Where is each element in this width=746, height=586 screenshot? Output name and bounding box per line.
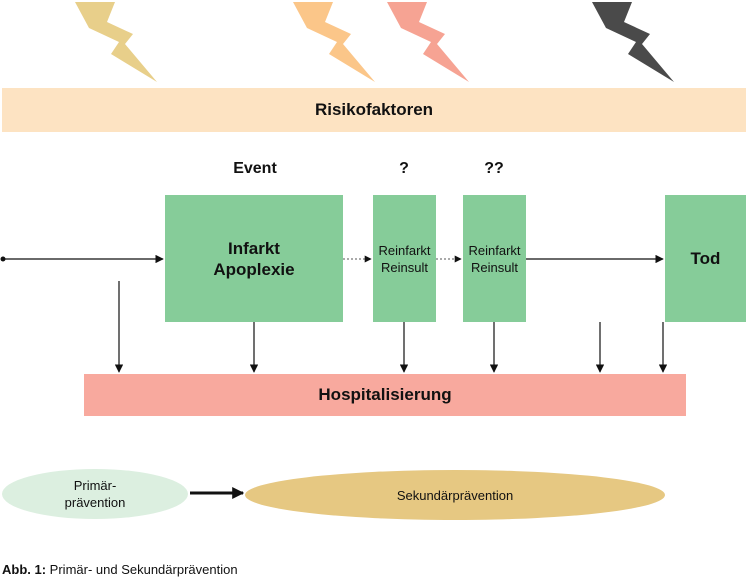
box-line: Reinfarkt: [468, 242, 521, 258]
primary-prevention-ellipse: Primär- prävention: [2, 469, 188, 519]
lightning-bolt-icon: [75, 2, 157, 82]
box-line: Reinfarkt: [378, 242, 431, 258]
caption-text: Primär- und Sekundärprävention: [46, 562, 238, 577]
primary-line: Primär-: [73, 478, 117, 493]
question-header: ?: [399, 160, 409, 177]
hospitalisation-band: Hospitalisierung: [84, 374, 686, 416]
box-line: Reinsult: [471, 259, 518, 275]
death-box: Tod: [665, 195, 746, 322]
hospitalisation-label: Hospitalisierung: [318, 385, 452, 404]
caption-prefix: Abb. 1:: [2, 562, 47, 577]
primary-line: prävention: [64, 495, 126, 510]
lightning-bolt-icon: [293, 2, 375, 82]
lightning-bolts: [75, 2, 674, 82]
figure-caption: Abb. 1: Primär- und Sekundärprävention: [2, 562, 238, 577]
box-line: Reinsult: [381, 259, 428, 275]
box-line: Infarkt: [228, 238, 280, 258]
double-question-header: ??: [484, 160, 504, 177]
box-line: Apoplexie: [213, 259, 295, 279]
reinfarct-box: Reinfarkt Reinsult: [373, 195, 436, 322]
risk-factors-label: Risikofaktoren: [314, 100, 434, 119]
secondary-label: Sekundärprävention: [396, 487, 514, 503]
box-line: Tod: [690, 248, 721, 268]
reinfarct-box: Reinfarkt Reinsult: [463, 195, 526, 322]
lightning-bolt-icon: [387, 2, 469, 82]
event-header: Event: [233, 160, 277, 177]
risk-factors-band: Risikofaktoren: [2, 88, 746, 132]
infarct-apoplexy-box: Infarkt Apoplexie: [165, 195, 343, 322]
lightning-bolt-icon: [592, 2, 674, 82]
secondary-prevention-ellipse: Sekundärprävention: [245, 470, 665, 520]
